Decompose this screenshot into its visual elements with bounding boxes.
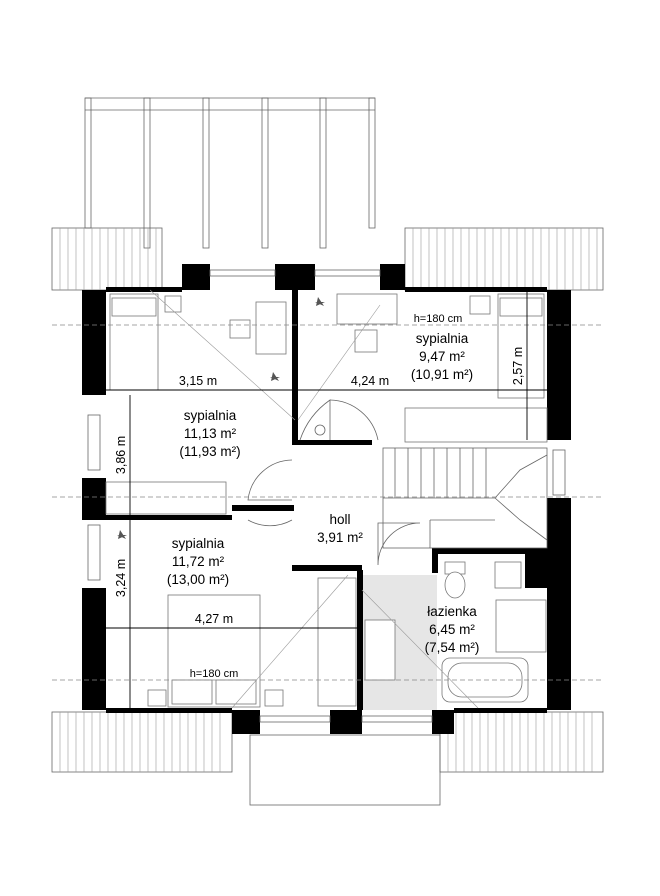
dim-top-right-width: 4,24 m: [351, 374, 389, 388]
roof-slope-bottom-right: [439, 711, 604, 773]
dim-top-right-depth: 2,57 m: [511, 347, 525, 385]
room-area-gross-bedroom-bottom: (13,00 m²): [167, 572, 229, 587]
doors: [247, 399, 421, 566]
slope-lines: [52, 324, 603, 681]
plant-icon: [117, 297, 325, 539]
bottom-balcony: [249, 734, 441, 806]
room-area-bedroom-bottom: 11,72 m²: [172, 554, 225, 569]
dimension-lines: [106, 292, 547, 708]
dim-bottom-depth: 3,24 m: [114, 559, 128, 597]
dim-top-left-depth: 3,86 m: [114, 436, 128, 474]
height-note-top: h=180 cm: [414, 313, 463, 325]
dim-top-left-width: 3,15 m: [179, 374, 217, 388]
room-name-bedroom-top-right: sypialnia: [416, 331, 469, 346]
roof-slope-top-left: [51, 227, 163, 291]
room-area-gross-bathroom: (7,54 m²): [425, 640, 480, 655]
walls: [82, 264, 571, 734]
diagonals: [149, 289, 479, 709]
height-note-bottom: h=180 cm: [190, 668, 239, 680]
room-area-bedroom-top-right: 9,47 m²: [419, 349, 465, 364]
room-name-bedroom-bottom: sypialnia: [172, 536, 225, 551]
pergola: [84, 97, 376, 249]
room-area-gross-bedroom-top-left: (11,93 m²): [179, 444, 240, 459]
room-name-bathroom: łazienka: [427, 604, 477, 619]
room-area-bathroom: 6,45 m²: [429, 622, 475, 637]
room-area-bedroom-top-left: 11,13 m²: [184, 426, 237, 441]
furniture: [105, 293, 548, 708]
windows: [87, 269, 566, 723]
roof-slope-bottom-left: [51, 711, 233, 773]
room-area-hall: 3,91 m²: [317, 530, 363, 545]
room-area-gross-bedroom-top-right: (10,91 m²): [411, 367, 473, 382]
room-name-hall: holl: [329, 512, 350, 527]
dim-bottom-width: 4,27 m: [195, 612, 233, 626]
room-name-bedroom-top-left: sypialnia: [184, 408, 237, 423]
staircase: [382, 447, 548, 549]
roof-slope-top-right: [404, 227, 604, 291]
